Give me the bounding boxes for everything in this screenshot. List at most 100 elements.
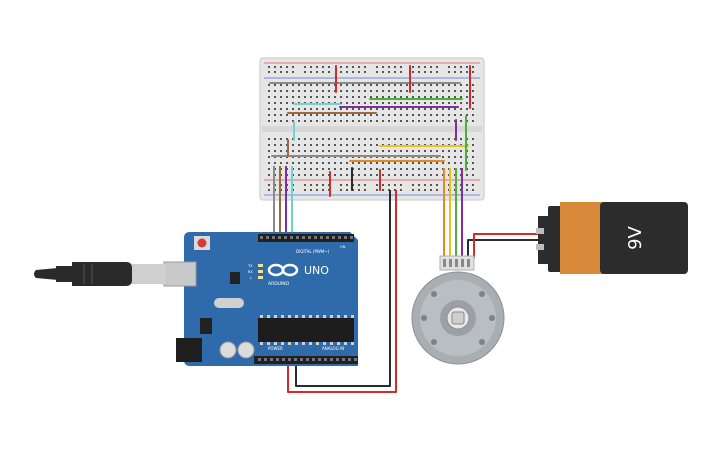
header-pin [336, 358, 339, 361]
breadboard-hole [472, 114, 474, 116]
breadboard-hole [274, 71, 276, 73]
breadboard-hole [316, 66, 318, 68]
chip-pin [302, 342, 305, 345]
chip-pin [288, 315, 291, 318]
breadboard-hole [310, 162, 312, 164]
breadboard-hole [418, 102, 420, 104]
breadboard-hole [376, 120, 378, 122]
breadboard-hole [376, 189, 378, 191]
chip-pin [344, 315, 347, 318]
breadboard-hole [370, 102, 372, 104]
breadboard-hole [466, 90, 468, 92]
breadboard-hole [316, 138, 318, 140]
breadboard-hole [466, 189, 468, 191]
breadboard-hole [448, 156, 450, 158]
breadboard-hole [316, 168, 318, 170]
breadboard-hole [340, 90, 342, 92]
breadboard-hole [454, 84, 456, 86]
header-pin [324, 358, 327, 361]
breadboard-hole [400, 90, 402, 92]
reset-button-icon[interactable] [194, 236, 210, 250]
chip-pin [323, 315, 326, 318]
breadboard-hole [346, 84, 348, 86]
breadboard-hole [376, 162, 378, 164]
breadboard-hole [460, 102, 462, 104]
breadboard-hole [334, 114, 336, 116]
breadboard-hole [400, 108, 402, 110]
breadboard-hole [430, 174, 432, 176]
breadboard-hole [304, 114, 306, 116]
breadboard-hole [352, 71, 354, 73]
breadboard-hole [358, 66, 360, 68]
breadboard-hole [352, 84, 354, 86]
motor-pin [455, 259, 458, 267]
breadboard-hole [268, 120, 270, 122]
breadboard-hole [460, 71, 462, 73]
breadboard-hole [304, 120, 306, 122]
breadboard-hole [274, 108, 276, 110]
breadboard-hole [268, 168, 270, 170]
breadboard-hole [472, 184, 474, 186]
breadboard-hole [346, 189, 348, 191]
breadboard-hole [268, 71, 270, 73]
breadboard-hole [340, 150, 342, 152]
breadboard-hole [394, 96, 396, 98]
breadboard-hole [418, 114, 420, 116]
header-pin [258, 358, 261, 361]
breadboard-hole [286, 71, 288, 73]
breadboard-hole [322, 96, 324, 98]
chip-pin [302, 315, 305, 318]
breadboard-hole [358, 96, 360, 98]
breadboard-hole [472, 84, 474, 86]
breadboard-hole [304, 84, 306, 86]
arduino-infinity-logo-icon [267, 263, 299, 277]
breadboard-hole [424, 66, 426, 68]
breadboard-hole [328, 162, 330, 164]
arduino-uno-board: UNO ARDUINO DIGITAL (PWM~) POWER ANALOG … [163, 232, 358, 366]
breadboard-hole [412, 66, 414, 68]
chip-pin [274, 342, 277, 345]
chip-pin [309, 342, 312, 345]
breadboard-hole [316, 174, 318, 176]
breadboard-hole [280, 150, 282, 152]
breadboard-hole [472, 168, 474, 170]
breadboard-hole [316, 71, 318, 73]
breadboard-hole [472, 71, 474, 73]
breadboard-hole [268, 102, 270, 104]
breadboard-hole [436, 108, 438, 110]
breadboard-hole [334, 168, 336, 170]
breadboard-hole [298, 168, 300, 170]
breadboard-hole [376, 144, 378, 146]
breadboard-hole [268, 144, 270, 146]
breadboard-hole [298, 138, 300, 140]
header-pins [258, 236, 357, 361]
breadboard-hole [286, 108, 288, 110]
breadboard-hole [472, 174, 474, 176]
breadboard-hole [328, 66, 330, 68]
header-pin [294, 358, 297, 361]
breadboard-hole [322, 162, 324, 164]
breadboard-hole [412, 184, 414, 186]
header-pin [290, 236, 293, 239]
breadboard-hole [298, 114, 300, 116]
board-maker-label: ARDUINO [268, 281, 290, 287]
breadboard-hole [280, 144, 282, 146]
wires [273, 166, 540, 393]
breadboard-hole [376, 66, 378, 68]
breadboard-hole [424, 102, 426, 104]
breadboard-hole [418, 96, 420, 98]
breadboard-hole [298, 84, 300, 86]
breadboard-hole [292, 96, 294, 98]
breadboard-hole [346, 184, 348, 186]
breadboard-hole [382, 168, 384, 170]
breadboard-hole [382, 102, 384, 104]
breadboard-hole [274, 138, 276, 140]
battery-voltage-label: 9V [625, 225, 646, 249]
chip-pin [337, 342, 340, 345]
breadboard-hole [292, 150, 294, 152]
breadboard-hole [280, 71, 282, 73]
breadboard-hole [424, 71, 426, 73]
breadboard-hole [274, 150, 276, 152]
breadboard-hole [280, 120, 282, 122]
breadboard-hole [442, 96, 444, 98]
